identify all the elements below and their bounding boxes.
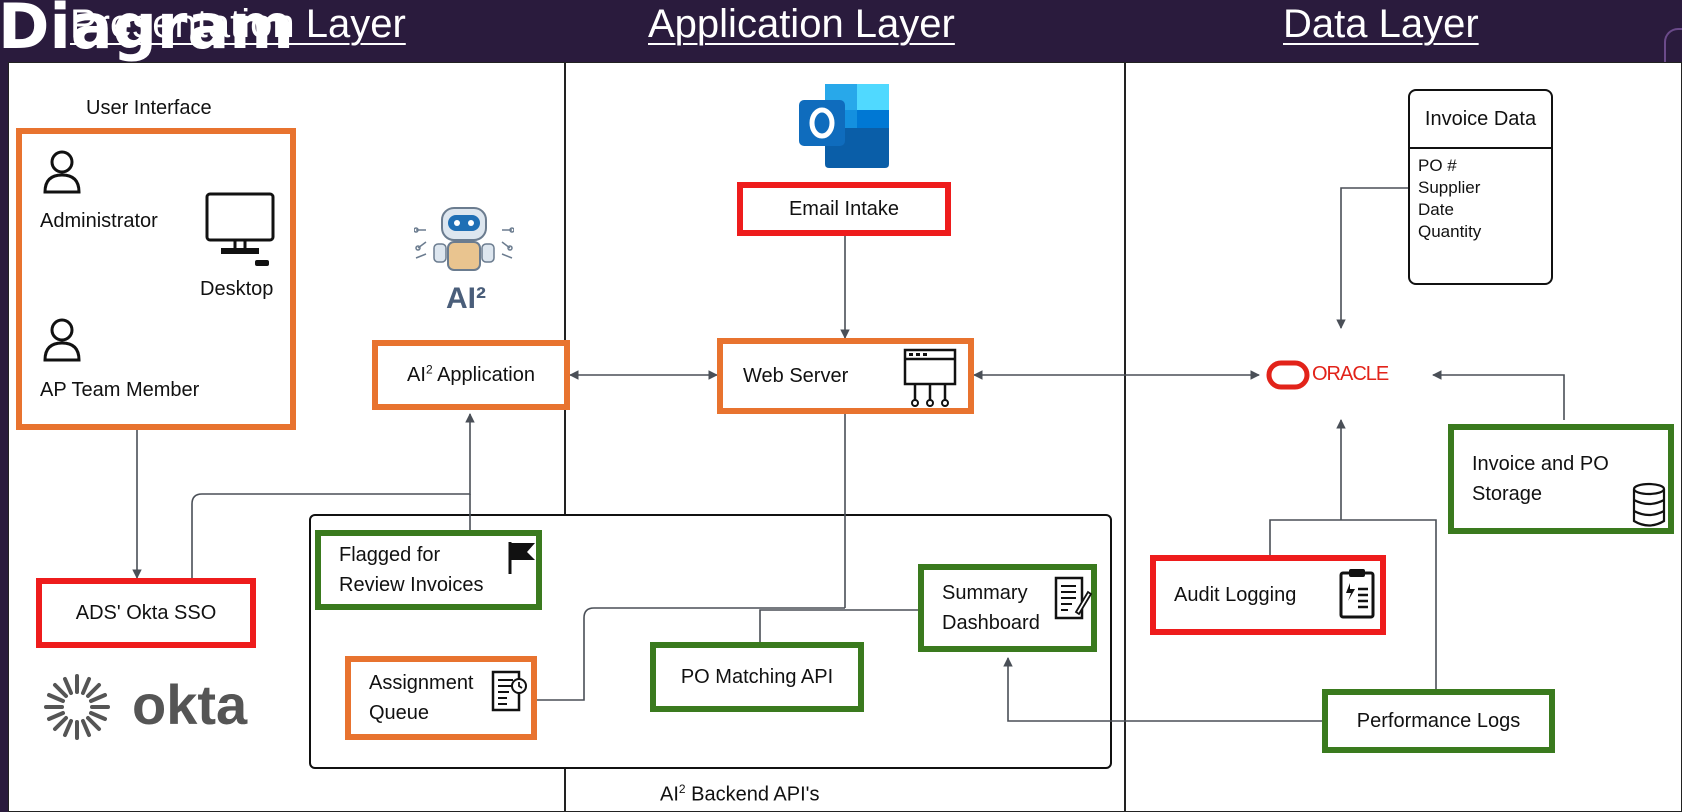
okta-logo: okta [42, 672, 272, 742]
backend-api-label: AI2 Backend API's [660, 782, 820, 807]
backend-api-label-main: AI [660, 783, 679, 806]
summary-dashboard-box: Summary Dashboard [918, 564, 1097, 652]
summary-dashboard-label-line1: Summary [942, 582, 1028, 604]
po-matching-api-label: PO Matching API [680, 666, 834, 688]
user-interface-label: User Interface [86, 97, 212, 119]
web-server-icon [903, 348, 957, 407]
ai2-application-label-sup: 2 [425, 362, 433, 377]
audit-logging-label: Audit Logging [1174, 584, 1297, 606]
slide-title: Diagram [0, 0, 294, 63]
database-icon [1632, 482, 1666, 527]
web-server-box: Web Server [717, 338, 974, 414]
flagged-invoices-box: Flagged for Review Invoices [315, 530, 542, 610]
ai2-logo: AI² [414, 200, 514, 320]
okta-sso-box: ADS' Okta SSO [36, 578, 256, 648]
backend-api-label-rest: Backend API's [685, 783, 820, 806]
ai2-application-label-rest: Application [432, 364, 535, 386]
okta-wordmark: okta [132, 673, 248, 736]
po-matching-api-box: PO Matching API [650, 642, 864, 712]
desktop-icon [205, 192, 275, 266]
invoice-field-quantity: Quantity [1418, 222, 1482, 242]
ai2-logo-text: AI² [446, 282, 486, 315]
outlook-icon [799, 84, 889, 168]
email-intake-label: Email Intake [788, 198, 900, 220]
data-layer-header: Data Layer [1283, 2, 1479, 46]
invoice-field-po: PO # [1418, 156, 1457, 175]
performance-logs-label: Performance Logs [1356, 710, 1521, 732]
corner-accent [1664, 28, 1682, 62]
audit-logging-box: Audit Logging [1150, 555, 1386, 635]
presentation-layer-header: Presentation Layer [70, 2, 406, 46]
invoice-field-supplier: Supplier [1418, 178, 1481, 198]
invoice-data-title: Invoice Data [1410, 91, 1551, 149]
clipboard-icon [1339, 569, 1375, 619]
backend-api-label-sup: 2 [678, 782, 686, 796]
dashboard-document-icon [1054, 576, 1092, 620]
assignment-queue-label-line1: Assignment [369, 672, 474, 694]
flag-icon [508, 542, 535, 574]
okta-sunburst-icon [44, 674, 110, 740]
assignment-queue-box: Assignment Queue [345, 656, 537, 740]
flagged-invoices-label-line2: Review Invoices [339, 574, 484, 596]
oracle-logo: ORACLE [1266, 358, 1432, 392]
okta-sso-label: ADS' Okta SSO [75, 602, 217, 624]
queue-document-icon [491, 670, 527, 712]
assignment-queue-label-line2: Queue [369, 702, 430, 724]
desktop-label: Desktop [200, 278, 274, 300]
summary-dashboard-label-line2: Dashboard [942, 612, 1040, 634]
administrator-icon [43, 150, 81, 194]
flagged-invoices-label: Flagged for Review Invoices [339, 540, 484, 600]
ai2-application-box: AI2 Application [372, 340, 570, 410]
invoice-data-fields: PO # Supplier Date Quantity [1410, 149, 1551, 243]
invoice-po-storage-label: Invoice and PO Storage [1472, 449, 1609, 509]
email-intake-box: Email Intake [737, 182, 951, 236]
ai2-application-label-main: AI [407, 364, 426, 386]
user-interface-box [16, 128, 296, 430]
flagged-invoices-label-line1: Flagged for [339, 544, 441, 566]
assignment-queue-label: Assignment Queue [369, 668, 474, 728]
ap-team-member-label: AP Team Member [40, 379, 200, 401]
invoice-field-date: Date [1418, 200, 1454, 220]
summary-dashboard-label: Summary Dashboard [942, 578, 1040, 638]
performance-logs-box: Performance Logs [1322, 689, 1555, 753]
invoice-data-card: Invoice Data PO # Supplier Date Quantity [1408, 89, 1553, 285]
oracle-o-icon [1266, 360, 1310, 390]
invoice-po-storage-label-line1: Invoice and PO [1472, 453, 1609, 475]
invoice-po-storage-box: Invoice and PO Storage [1448, 424, 1674, 534]
robot-icon [414, 207, 514, 271]
administrator-label: Administrator [40, 210, 158, 232]
ap-team-member-icon [43, 318, 81, 362]
web-server-label: Web Server [743, 365, 849, 387]
ai2-application-label: AI2 Application [407, 360, 535, 390]
invoice-po-storage-label-line2: Storage [1472, 483, 1543, 505]
application-layer-header: Application Layer [648, 2, 955, 46]
oracle-wordmark: ORACLE [1312, 363, 1389, 385]
